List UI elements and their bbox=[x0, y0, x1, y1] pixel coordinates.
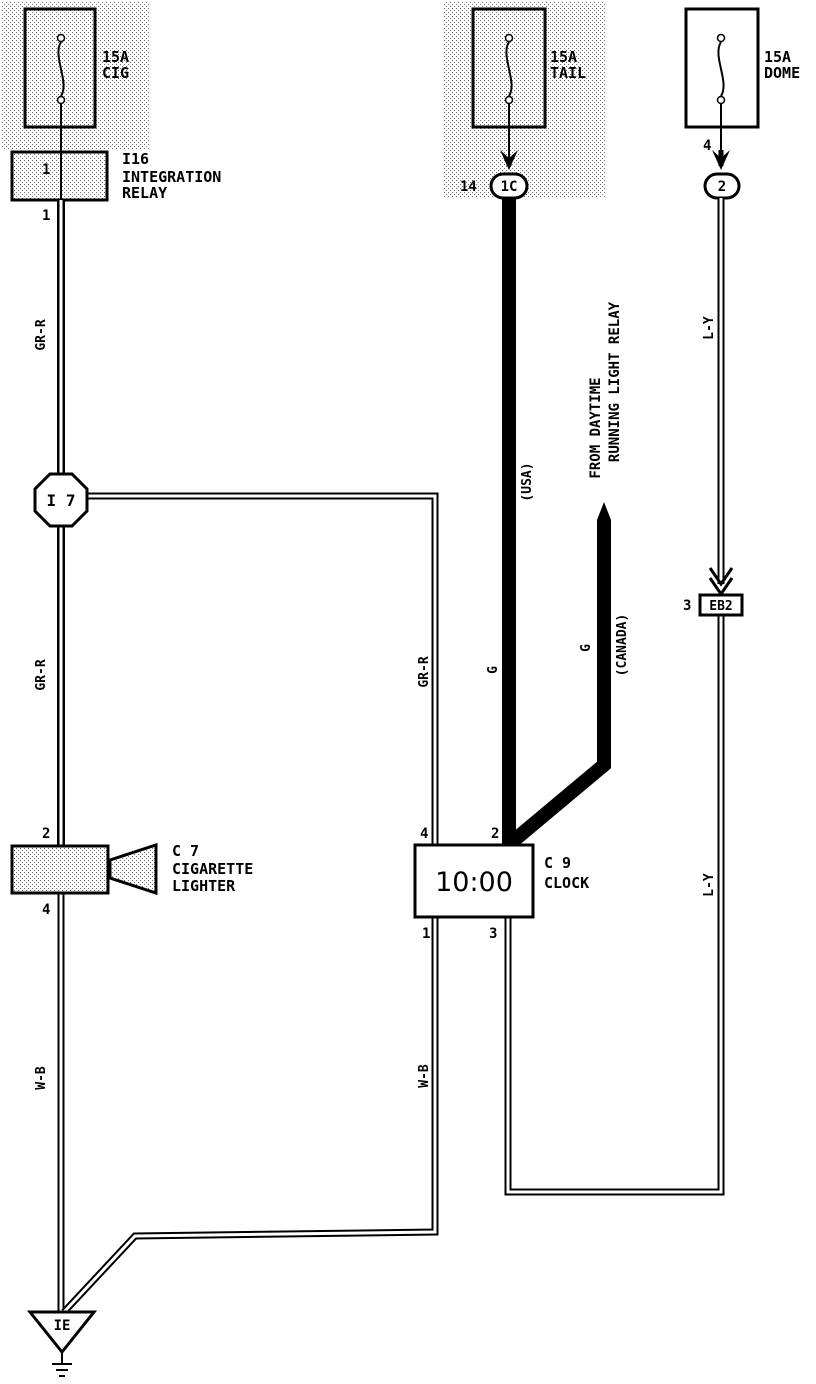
wire-label-gr-r-2: GR-R bbox=[34, 659, 49, 690]
wire-label-l-y-2: L-Y bbox=[702, 873, 717, 897]
fuse-dome-amp: 15A bbox=[764, 48, 791, 66]
wire-label-l-y-1: L-Y bbox=[702, 316, 717, 340]
wire-l-y bbox=[504, 198, 734, 1196]
connector-i7-code: I 7 bbox=[47, 491, 76, 510]
ground-ie: IE bbox=[26, 1310, 98, 1377]
connector-2: 2 4 bbox=[703, 138, 741, 200]
connector-c9-pin-top: 2 bbox=[491, 826, 499, 842]
connector-i16-name-line2: RELAY bbox=[122, 184, 167, 202]
wire-label-gr-r-3: GR-R bbox=[417, 656, 432, 687]
connector-c9-name: CLOCK bbox=[544, 874, 589, 892]
wire-label-w-b-1: W-B bbox=[34, 1066, 49, 1090]
wire-label-usa: (USA) bbox=[520, 462, 535, 501]
connector-c7: 2 4 C 7 CIGARETTE LIGHTER bbox=[10, 826, 253, 918]
wire-label-w-b-2: W-B bbox=[417, 1064, 432, 1088]
wire-label-canada: (CANADA) bbox=[615, 614, 630, 677]
fuse-tail: 15A TAIL bbox=[471, 7, 586, 129]
drl-arrow-icon bbox=[597, 502, 611, 542]
connector-c7-name-line2: LIGHTER bbox=[172, 877, 236, 895]
connector-c7-name-line1: CIGARETTE bbox=[172, 860, 253, 878]
connector-1c-code: 1C bbox=[501, 179, 518, 195]
dome-arrow-icon bbox=[712, 150, 730, 170]
connector-i7: I 7 bbox=[33, 472, 89, 528]
tail-arrow-icon bbox=[500, 150, 518, 170]
wire-label-g-canada: G bbox=[579, 644, 594, 652]
fuse-tail-name: TAIL bbox=[550, 64, 586, 82]
ground-ie-code: IE bbox=[54, 1318, 71, 1334]
junction-block-shade-left bbox=[2, 2, 150, 150]
connector-c7-pin-top: 2 bbox=[42, 826, 50, 842]
junction-block-shade-right bbox=[444, 2, 606, 198]
wire-label-g-usa: G bbox=[486, 666, 501, 674]
connector-eb2-code: EB2 bbox=[709, 599, 732, 614]
clock-display: 10:00 bbox=[435, 867, 513, 898]
connector-2-code: 2 bbox=[718, 179, 726, 195]
connector-1c-pin: 14 bbox=[460, 179, 477, 195]
connector-i16-name-line1: INTEGRATION bbox=[122, 168, 221, 186]
fuse-dome-name: DOME bbox=[764, 64, 800, 82]
wire-label-gr-r-1: GR-R bbox=[34, 319, 49, 350]
connector-c9-pin-bottom: 3 bbox=[489, 926, 497, 942]
connector-i16: 1 I16 INTEGRATION RELAY 1 bbox=[10, 150, 221, 224]
connector-eb2-pin: 3 bbox=[683, 598, 691, 614]
wire-w-b bbox=[57, 893, 439, 1315]
fuse-dome: 15A DOME bbox=[684, 7, 800, 129]
connector-c9-pin-bottom-left: 1 bbox=[422, 926, 430, 942]
connector-c9-code: C 9 bbox=[544, 854, 571, 872]
fuse-cig-name: CIG bbox=[102, 64, 129, 82]
connector-c7-pin-bottom: 4 bbox=[42, 902, 50, 918]
connector-c9: 10:00 4 2 1 3 C 9 CLOCK bbox=[413, 826, 589, 942]
connector-i16-out-pin: 1 bbox=[42, 208, 50, 224]
drl-label-line1: FROM DAYTIME bbox=[588, 377, 604, 478]
connector-1c: 1C 14 bbox=[460, 172, 529, 200]
connector-c9-pin-left: 4 bbox=[420, 826, 428, 842]
connector-2-pin: 4 bbox=[703, 138, 711, 154]
fuse-tail-amp: 15A bbox=[550, 48, 577, 66]
wire-g bbox=[502, 198, 611, 848]
cigarette-lighter-icon bbox=[108, 842, 158, 896]
wire-gr-r bbox=[57, 200, 439, 845]
connector-c7-code: C 7 bbox=[172, 842, 199, 860]
connector-i16-pin: 1 bbox=[42, 162, 50, 178]
fuse-cig-amp: 15A bbox=[102, 48, 129, 66]
drl-label-line2: RUNNING LIGHT RELAY bbox=[607, 301, 623, 462]
connector-i16-code: I16 bbox=[122, 150, 149, 168]
connector-eb2: EB2 3 bbox=[683, 593, 744, 617]
